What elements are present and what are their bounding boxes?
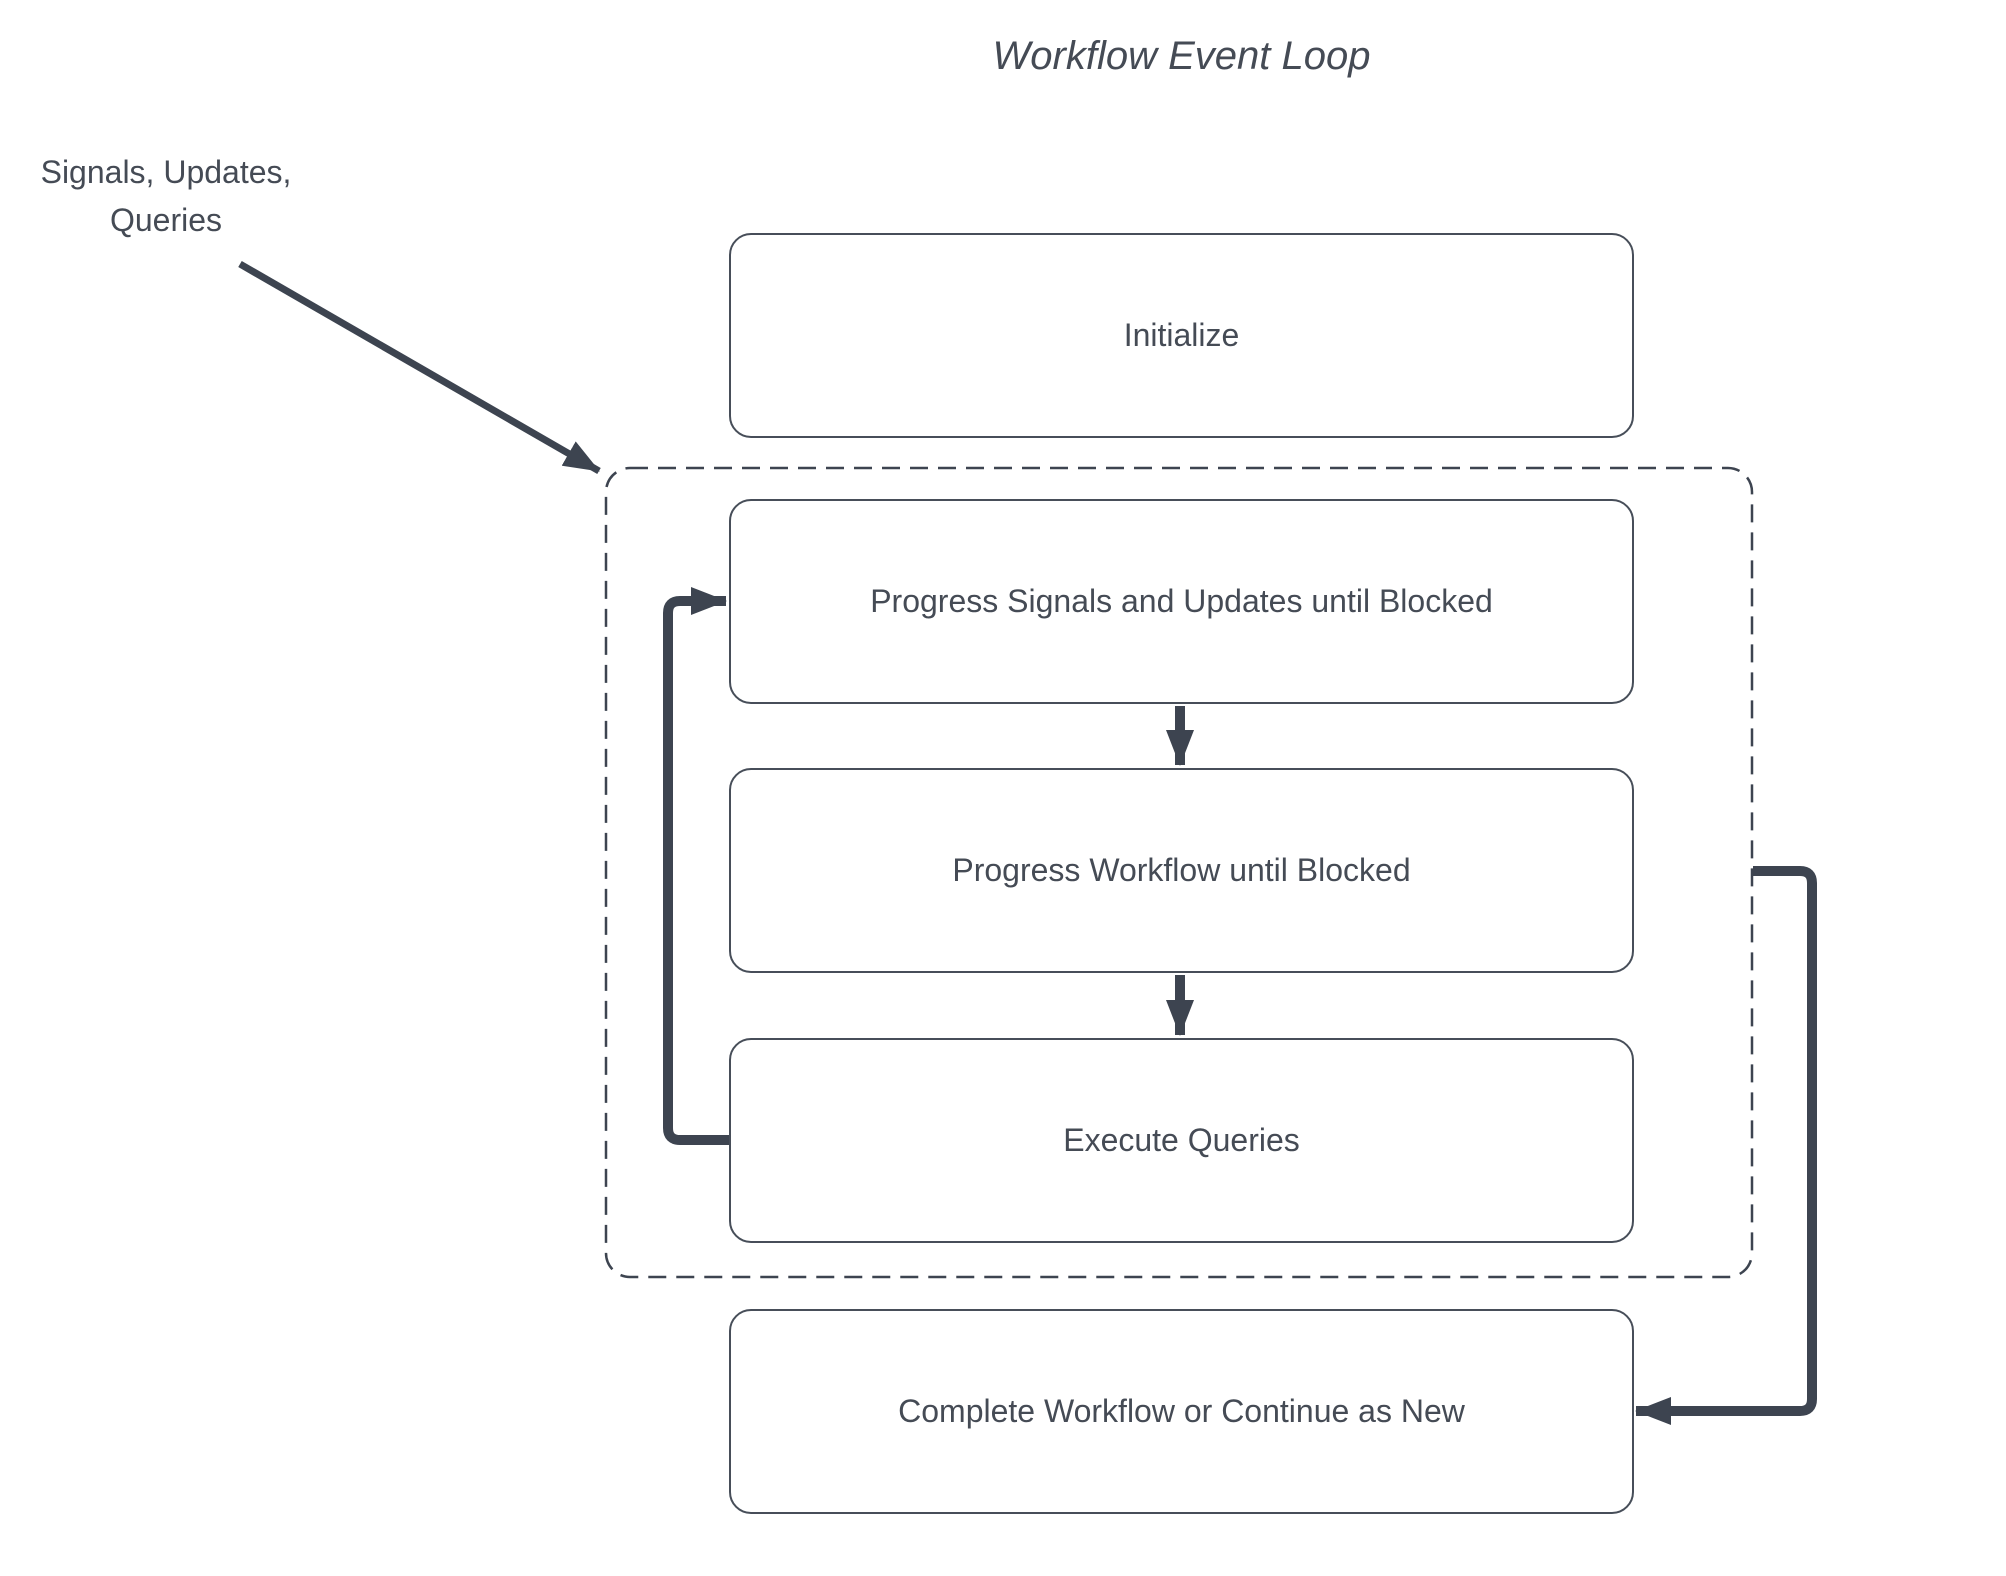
node-progress-workflow-label: Progress Workflow until Blocked xyxy=(952,852,1411,888)
signals-label-line1: Signals, Updates, xyxy=(40,154,292,190)
loop-arrow-execute-queries-to-progress-signals xyxy=(663,587,729,1145)
node-execute-queries-label: Execute Queries xyxy=(1063,1122,1300,1158)
node-initialize: Initialize xyxy=(729,233,1634,438)
node-progress-signals-and-updates: Progress Signals and Updates until Block… xyxy=(729,499,1634,704)
node-execute-queries: Execute Queries xyxy=(729,1038,1634,1243)
node-complete-workflow: Complete Workflow or Continue as New xyxy=(729,1309,1634,1514)
node-complete-workflow-label: Complete Workflow or Continue as New xyxy=(898,1393,1465,1429)
arrow-group-to-complete-workflow xyxy=(1635,866,1817,1425)
diagram-title: Workflow Event Loop xyxy=(992,34,1371,78)
signals-label-line2: Queries xyxy=(109,202,223,238)
signals-updates-queries-label: Signals, Updates, Queries xyxy=(11,148,321,244)
node-progress-workflow: Progress Workflow until Blocked xyxy=(729,768,1634,973)
signals-arrow xyxy=(238,260,601,475)
node-progress-signals-label: Progress Signals and Updates until Block… xyxy=(870,583,1493,619)
node-initialize-label: Initialize xyxy=(1123,317,1240,353)
